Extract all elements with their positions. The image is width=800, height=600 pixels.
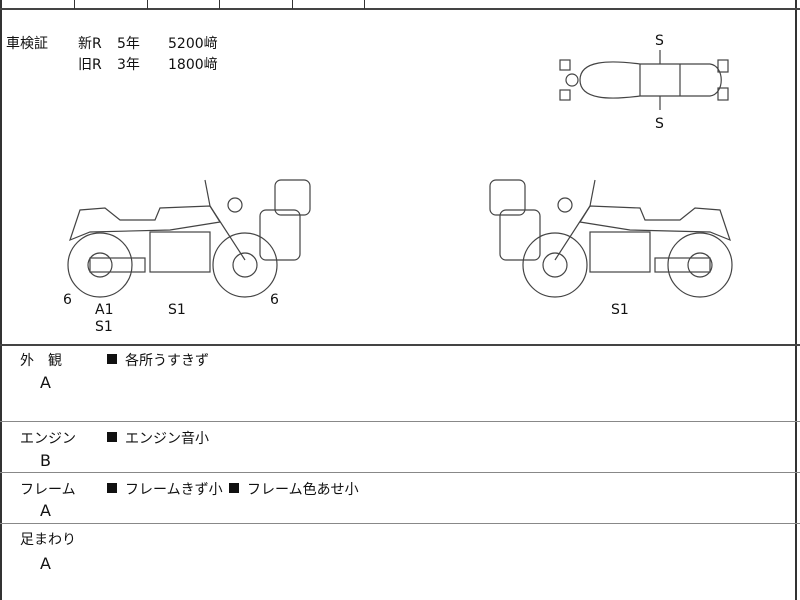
old-r-price: 1800﨑 [168,57,218,73]
mark-left-s1-under: S1 [95,319,113,335]
section-suspension-grade: A [40,554,51,573]
motorcycle-left-view [67,179,311,298]
mark-right-s1: S1 [611,302,629,318]
motorcycle-right-view [489,179,733,298]
section-suspension-label: 足まわり [20,532,76,548]
cell-divider [74,0,75,9]
mark-left-rear: 6 [270,292,279,308]
section-frame-note: フレームきず小 [107,479,223,499]
new-r-price: 5200﨑 [168,36,218,52]
old-r-label: 旧R [78,57,102,73]
section-exterior-note: 各所うすきず [107,350,209,370]
cell-divider [147,0,148,9]
top-row-border [0,8,800,10]
cell-divider [364,0,365,9]
mark-left-s1: S1 [168,302,186,318]
inspection-cert-label: 車検証 [6,36,48,52]
section-exterior-label: 外 観 [20,353,62,369]
section-engine-label: エンジン [20,431,76,447]
section-divider [0,523,800,524]
section-divider [0,421,800,422]
section-frame-label: フレーム [20,482,76,498]
cell-divider [219,0,220,9]
section-engine-note: エンジン音小 [107,428,209,448]
motorcycle-top-view [559,50,729,110]
section-engine-grade: B [40,451,51,470]
section-divider [0,344,800,346]
section-exterior-grade: A [40,373,51,392]
cell-divider [292,0,293,9]
mark-left-front: 6 [63,292,72,308]
new-r-label: 新R [78,36,102,52]
old-r-years: 3年 [117,57,140,73]
new-r-years: 5年 [117,36,140,52]
mark-left-a1: A1 [95,302,114,318]
section-divider [0,472,800,473]
section-frame-grade: A [40,501,51,520]
mark-top-front: S [655,33,664,49]
section-frame-note: フレーム色あせ小 [229,479,359,499]
mark-top-rear: S [655,116,664,132]
